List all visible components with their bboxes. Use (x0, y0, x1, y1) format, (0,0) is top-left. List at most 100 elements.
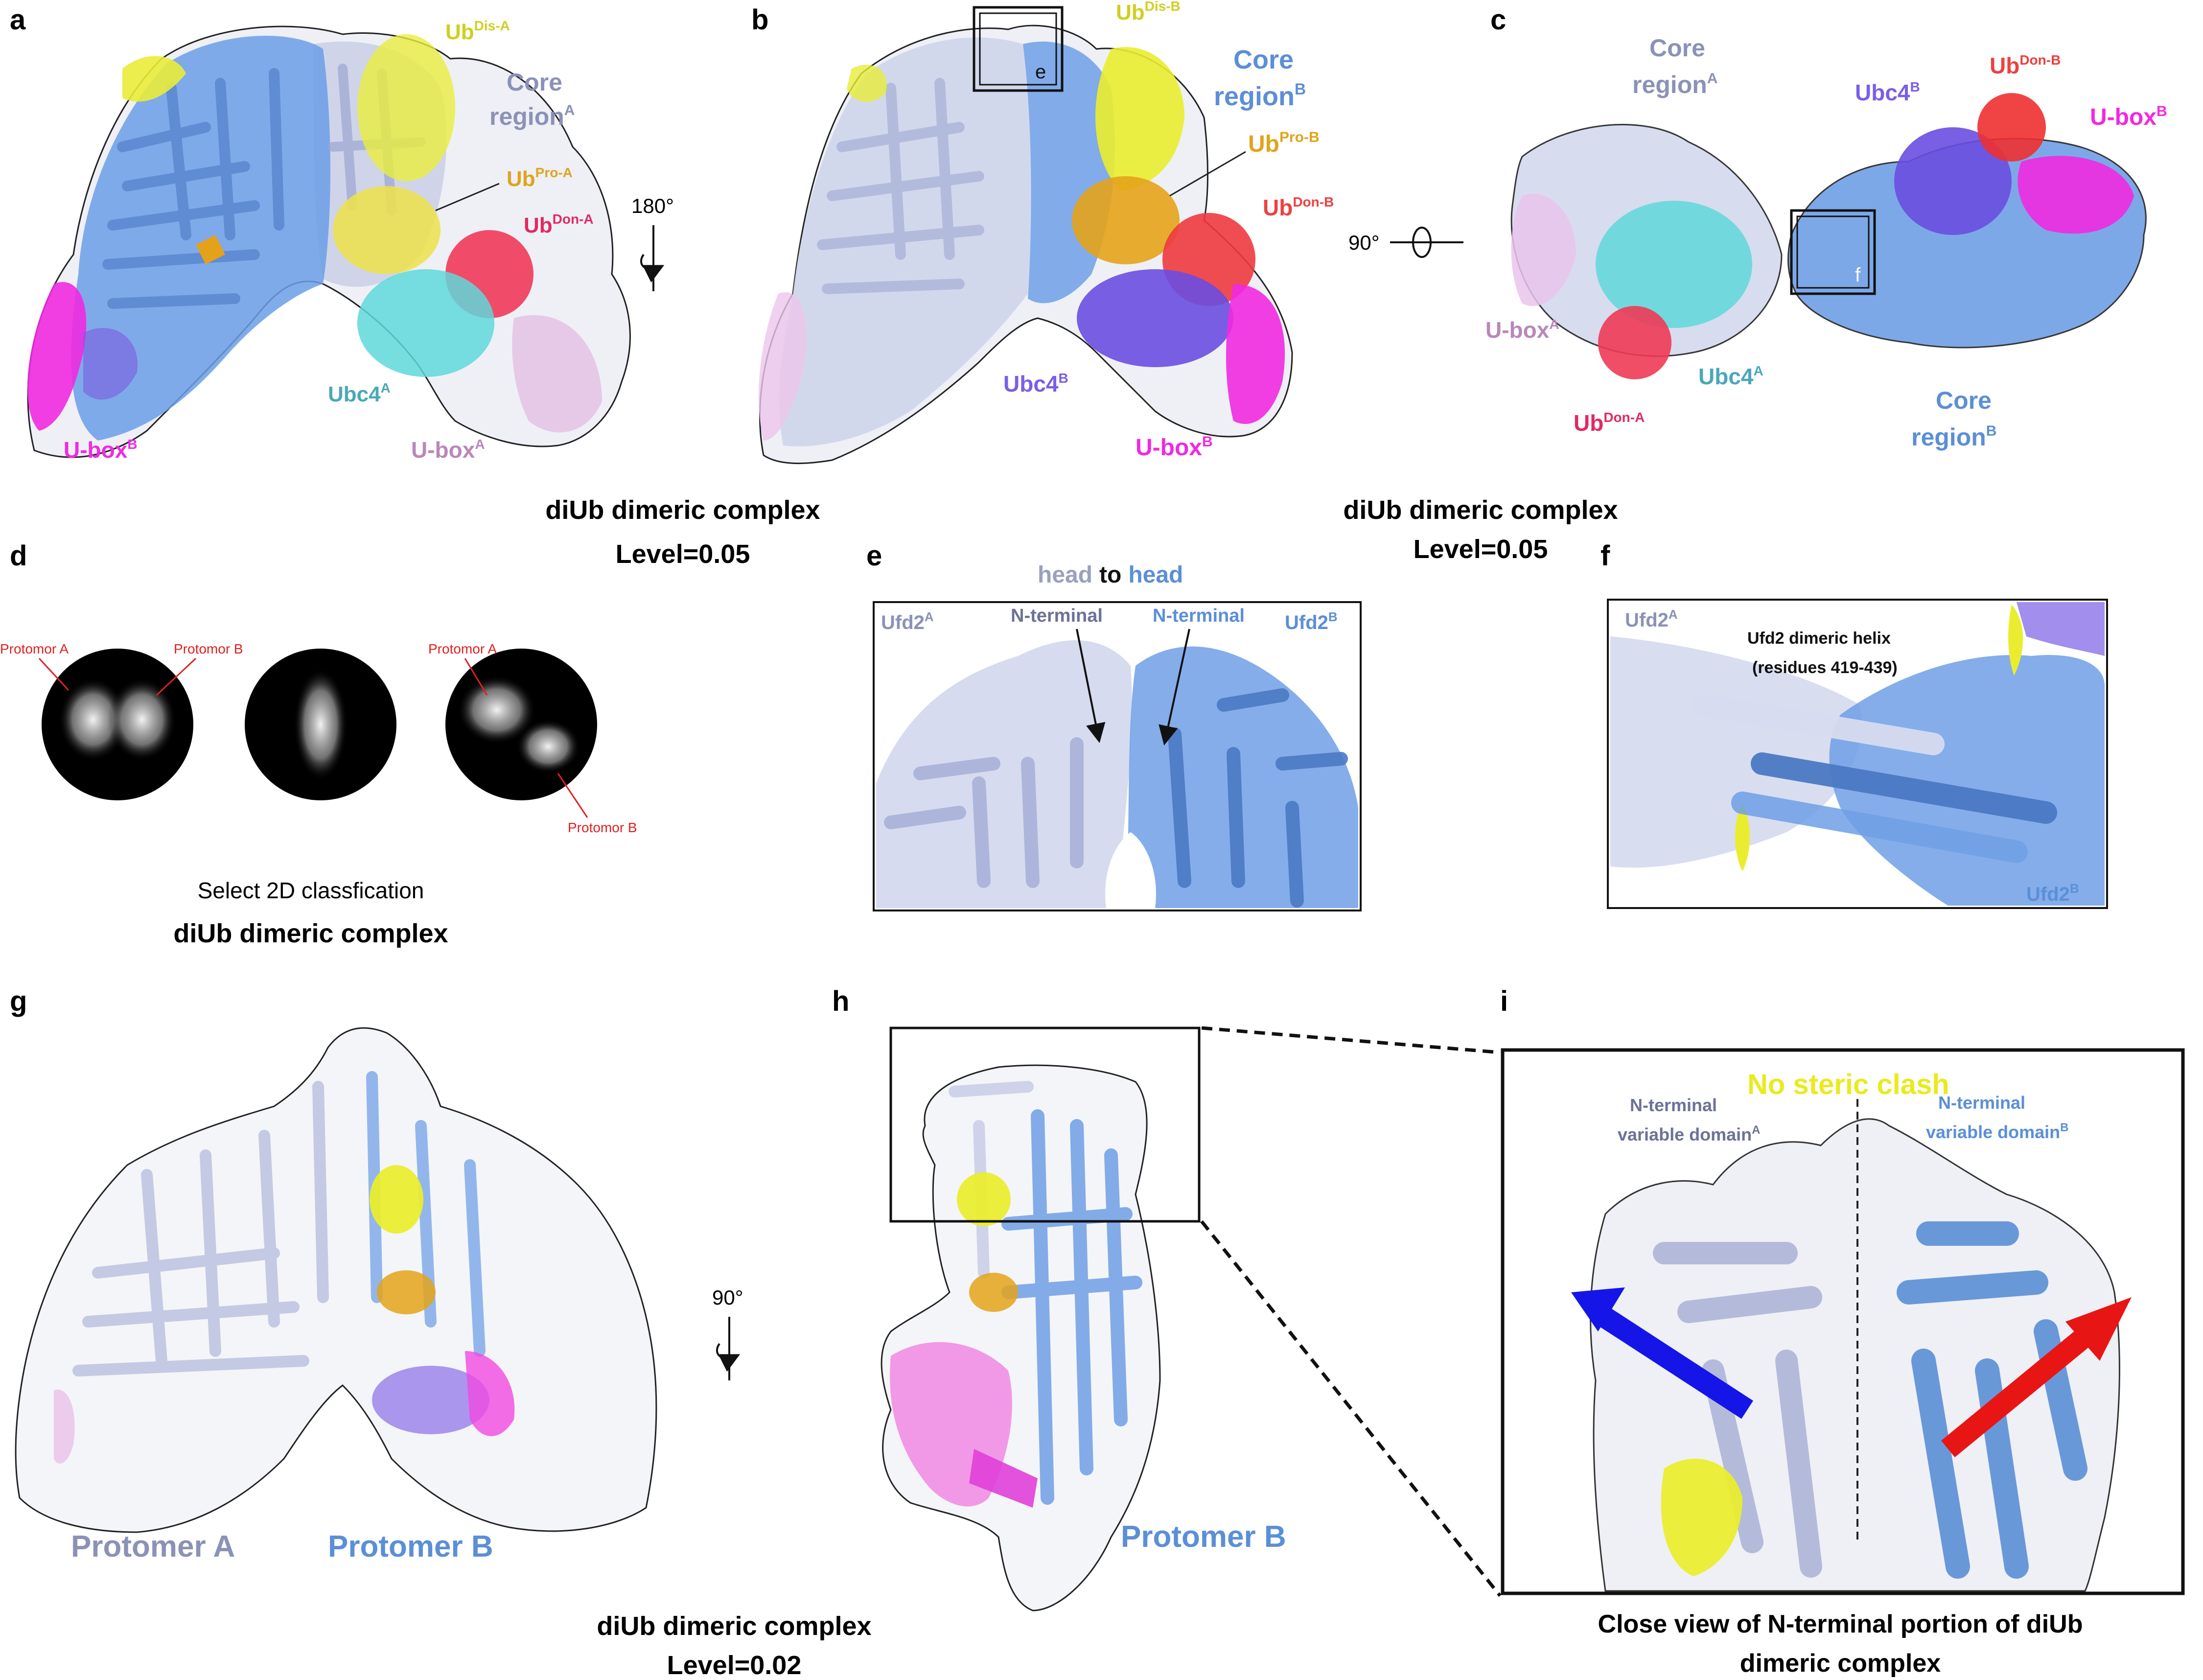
panel-g-ubc4-b (372, 1366, 489, 1434)
rotation-arrow-90-g-icon (716, 1343, 741, 1372)
panel-b: b e UbDis-B Core regionB (751, 0, 1334, 465)
label-f-ufd2-b: Ufd2B (2026, 881, 2079, 905)
panel-letter-e: e (866, 540, 882, 572)
rotation-arrow-180-icon (640, 254, 665, 283)
panel-i-ub-yellow (1661, 1459, 1742, 1576)
panel-c-ubox-a-blob (1511, 193, 1576, 306)
label-c-core-a-1: Core (1649, 34, 1705, 62)
panel-g-ubox-a (54, 1389, 75, 1464)
panel-c-ubox-b-blob (2017, 156, 2134, 234)
label-a-core-a-1: Core (507, 69, 562, 96)
leader-a-ub-pro (435, 183, 500, 211)
panel-letter-a: a (10, 4, 26, 36)
caption-gh-line2: Level=0.02 (667, 1651, 802, 1680)
panel-a-helix-cylinders (102, 68, 284, 309)
label-i-clash: No steric clash (1747, 1069, 1949, 1100)
label-c-ubc4-b: Ubc4B (1855, 79, 1920, 105)
panel-g-helix-a (72, 1081, 329, 1377)
caption-i-1: Close view of N-terminal portion of diUb (1598, 1610, 2083, 1638)
panel-b-ubox-b-blob (1226, 284, 1285, 424)
panel-g-ub-dis-b (370, 1165, 423, 1234)
rotation-label-90-g: 90° (712, 1286, 743, 1309)
panel-b-ubox-a-blob (759, 292, 807, 441)
panel-b-ubc4-b-blob (1077, 269, 1233, 367)
label-e-nterm-b: N-terminal (1153, 606, 1245, 626)
panel-f: f Ufd2A Ufd2B Ufd2 dimeric helix (residu… (1600, 540, 2108, 909)
caption-d-1: Select 2D classfication (198, 878, 424, 903)
panel-f-ub-yellow-top (2008, 605, 2023, 676)
panel-letter-c: c (1490, 4, 1506, 36)
caption-ab-line2: Level=0.05 (616, 539, 750, 569)
panel-e-helix-a (884, 737, 1084, 888)
panel-g-density-outline (15, 1027, 657, 1533)
class2d-3-density-right (516, 720, 580, 773)
label-b-core-b-2: regionB (1214, 80, 1306, 111)
panel-h-zoom-box (889, 1027, 1201, 1223)
rotation-label-90-c: 90° (1348, 231, 1380, 254)
label-c-ubc4-a: Ubc4A (1698, 363, 1763, 389)
label-e-nterm-a: N-terminal (1011, 606, 1103, 626)
label-f-helix-1: Ufd2 dimeric helix (1747, 629, 1891, 648)
panel-e-interface-gap (1105, 832, 1156, 908)
label-c-core-b-1: Core (1936, 387, 1992, 414)
label-b-ub-don-b: UbDon-B (1263, 194, 1334, 220)
panel-a-ubox-a-blob (512, 315, 602, 433)
panel-b-helix-cylinders (817, 78, 984, 294)
label-d-protomer-b-3: Protomor B (568, 820, 637, 835)
panel-c-inset-box-f-inner (1796, 215, 1870, 289)
label-b-ub-dis-b: UbDis-B (1116, 0, 1181, 24)
label-f-helix-2: (residues 419-439) (1752, 658, 1898, 677)
panel-a-ub-pro-a-blob (333, 186, 441, 274)
panel-a-orange-ligand (196, 235, 225, 264)
panel-f-ub-yellow-bottom (1735, 803, 1750, 871)
panel-b-ub-pro-b-blob (1072, 176, 1180, 264)
panel-letter-h: h (832, 985, 849, 1017)
leader-d-a-1 (38, 657, 70, 691)
class2d-1-density-right (108, 678, 176, 761)
panel-b-inset-letter-e: e (1035, 61, 1046, 83)
panel-f-ubc4-b-density (2017, 602, 2105, 656)
panel-a-core-region-b (71, 35, 330, 441)
label-a-ubox-a: U-boxA (411, 437, 485, 463)
label-d-protomer-a-3: Protomor A (428, 641, 497, 656)
panel-i: i No steric clash N-terminal variable do… (1500, 985, 2185, 1678)
label-a-ub-dis-a: UbDis-A (445, 18, 510, 44)
label-h-protomer-b: Protomer B (1121, 1520, 1286, 1554)
rotation-label-180: 180° (631, 194, 674, 217)
label-c-core-a-2: regionA (1632, 70, 1717, 98)
panel-g-ubox-b (465, 1351, 515, 1436)
panel-c-ub-don-a-blob (1598, 306, 1671, 379)
panel-b-inset-box-e-inner (979, 12, 1057, 86)
label-a-ub-don-a: UbDon-A (524, 211, 594, 237)
label-i-nvar-a-1: N-terminal (1630, 1095, 1717, 1115)
label-g-protomer-a: Protomer A (71, 1530, 235, 1563)
label-a-ub-pro-a: UbPro-A (507, 165, 573, 191)
panel-f-ufd2-b-density (1829, 655, 2105, 906)
panel-letter-b: b (751, 4, 768, 36)
panel-h-ub-dis (957, 1172, 1011, 1226)
label-c-ub-don-a: UbDon-A (1574, 410, 1645, 436)
panel-c: c 90° f Core regionA Ubc4B UbDon-B U-box… (1348, 4, 2167, 451)
panel-a-ubc4-b-blob (83, 327, 138, 400)
leader-d-a-3 (464, 658, 488, 696)
label-b-ubox-b: U-boxB (1136, 434, 1213, 461)
class2d-1-density-left (59, 678, 127, 761)
panel-g-ub-pro-b (377, 1270, 436, 1314)
zoom-line-bottom (1200, 1220, 1502, 1597)
panel-i-arrow-blue-head-icon (1571, 1287, 1625, 1331)
panel-b-ub-dis-a-blob (847, 65, 887, 102)
label-i-nvar-a-2: variable domainA (1618, 1123, 1760, 1144)
label-a-ubc4-a: Ubc4A (328, 380, 391, 406)
label-c-ubox-b: U-boxB (2090, 103, 2167, 130)
label-c-ubox-a: U-boxA (1485, 317, 1559, 343)
leader-d-b-1 (156, 657, 197, 696)
label-i-nvar-b-1: N-terminal (1938, 1093, 2025, 1113)
panel-h-ub-pro (969, 1273, 1018, 1312)
caption-d-2: diUb dimeric complex (173, 919, 448, 948)
label-a-ubox-b: U-boxB (64, 437, 138, 463)
class2d-2-density (294, 668, 348, 781)
arrow-e-nterm-a (1076, 629, 1106, 743)
panel-d: d Protomor A Protomor B Protomor A Proto… (0, 540, 637, 948)
